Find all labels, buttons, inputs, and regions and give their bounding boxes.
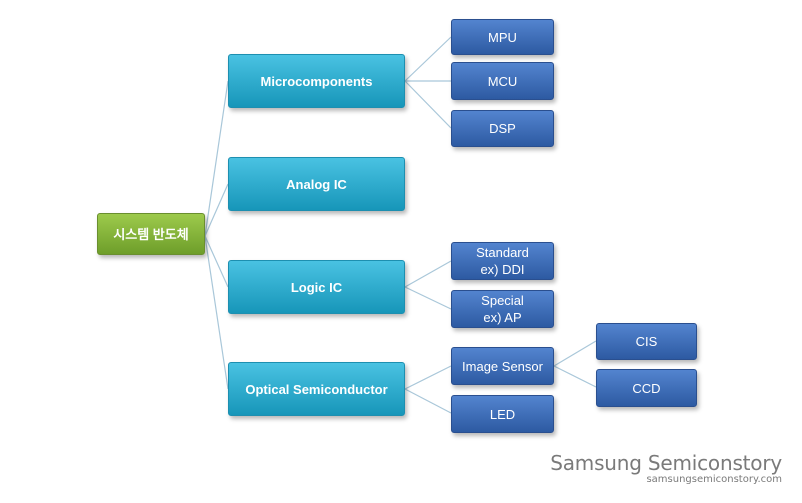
- root-node: 시스템 반도체: [97, 213, 205, 255]
- node-mcu: MCU: [451, 62, 554, 100]
- watermark-url: samsungsemiconstory.com: [646, 474, 782, 485]
- link-root-analog: [204, 183, 229, 237]
- node-image-sensor: Image Sensor: [451, 347, 554, 385]
- node-special: Special ex) AP: [451, 290, 554, 328]
- node-optical-semiconductor: Optical Semiconductor: [228, 362, 405, 416]
- link-logic-standard: [404, 260, 452, 288]
- link-optical-image-sensor: [404, 365, 452, 390]
- link-optical-led: [404, 388, 452, 414]
- node-led: LED: [451, 395, 554, 433]
- node-ccd: CCD: [596, 369, 697, 407]
- watermark-name: Samsung Semiconstory: [550, 451, 782, 475]
- node-cis: CIS: [596, 323, 697, 360]
- link-micro-dsp: [404, 80, 452, 129]
- link-root-optical: [204, 235, 229, 390]
- link-root-logic: [204, 235, 229, 288]
- link-micro-mpu: [404, 36, 452, 82]
- node-microcomponents: Microcomponents: [228, 54, 405, 108]
- node-dsp: DSP: [451, 110, 554, 147]
- link-sensor-cis: [553, 340, 597, 367]
- node-analog-ic: Analog IC: [228, 157, 405, 211]
- node-mpu: MPU: [451, 19, 554, 55]
- link-root-microcomponents: [204, 80, 229, 237]
- node-logic-ic: Logic IC: [228, 260, 405, 314]
- link-sensor-ccd: [553, 365, 597, 388]
- link-logic-special: [404, 286, 452, 310]
- node-standard: Standard ex) DDI: [451, 242, 554, 280]
